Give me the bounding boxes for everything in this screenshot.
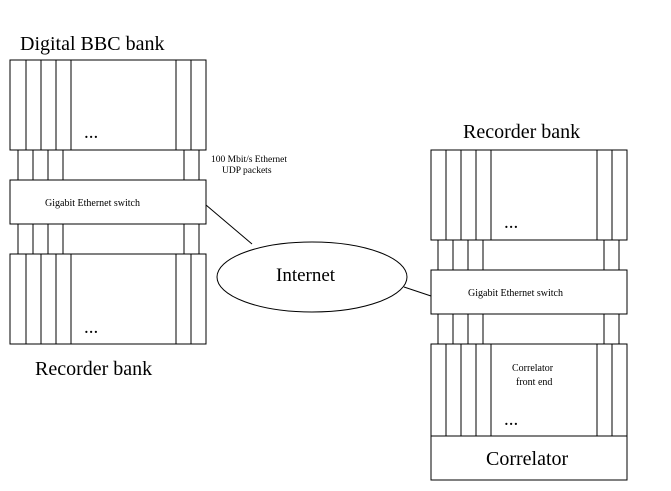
- cables-bbc-to-switch: [17, 150, 200, 180]
- right-recorder-bank: ...: [430, 149, 628, 241]
- frontend-ellipsis: ...: [504, 409, 518, 430]
- frontend-label-line1: Correlator: [512, 363, 554, 374]
- internet-cloud: Internet: [216, 241, 408, 313]
- digital-bbc-bank: ...: [9, 59, 207, 151]
- right-switch-label: Gigabit Ethernet switch: [468, 288, 563, 299]
- bbc-bank-ellipsis: ...: [84, 122, 98, 143]
- left-recorder-ellipsis: ...: [84, 317, 98, 338]
- cables-switch-to-frontend: [437, 314, 620, 344]
- left-recorder-bank-title: Recorder bank: [35, 358, 152, 380]
- link-annotation-line1: 100 Mbit/s Ethernet: [211, 155, 287, 165]
- link-annotation-line2: UDP packets: [222, 166, 272, 176]
- right-gigabit-switch: Gigabit Ethernet switch: [430, 269, 628, 315]
- correlator-label: Correlator: [486, 448, 569, 470]
- left-recorder-bank: ...: [9, 253, 207, 345]
- digital-bbc-bank-title: Digital BBC bank: [20, 33, 164, 55]
- frontend-label-line2: front end: [516, 377, 552, 388]
- left-switch-label: Gigabit Ethernet switch: [45, 198, 140, 209]
- cables-switch-to-recorder: [17, 224, 200, 254]
- right-recorder-ellipsis: ...: [504, 212, 518, 233]
- internet-label: Internet: [276, 265, 336, 286]
- correlator-front-end: Correlator front end ...: [430, 343, 628, 437]
- link-left-to-internet: [205, 204, 253, 245]
- cables-right-recorder-to-switch: [437, 240, 620, 270]
- left-gigabit-switch: Gigabit Ethernet switch: [9, 179, 207, 225]
- correlator-box: Correlator: [430, 435, 628, 481]
- link-internet-to-right: [403, 286, 432, 297]
- right-recorder-bank-title: Recorder bank: [463, 121, 580, 143]
